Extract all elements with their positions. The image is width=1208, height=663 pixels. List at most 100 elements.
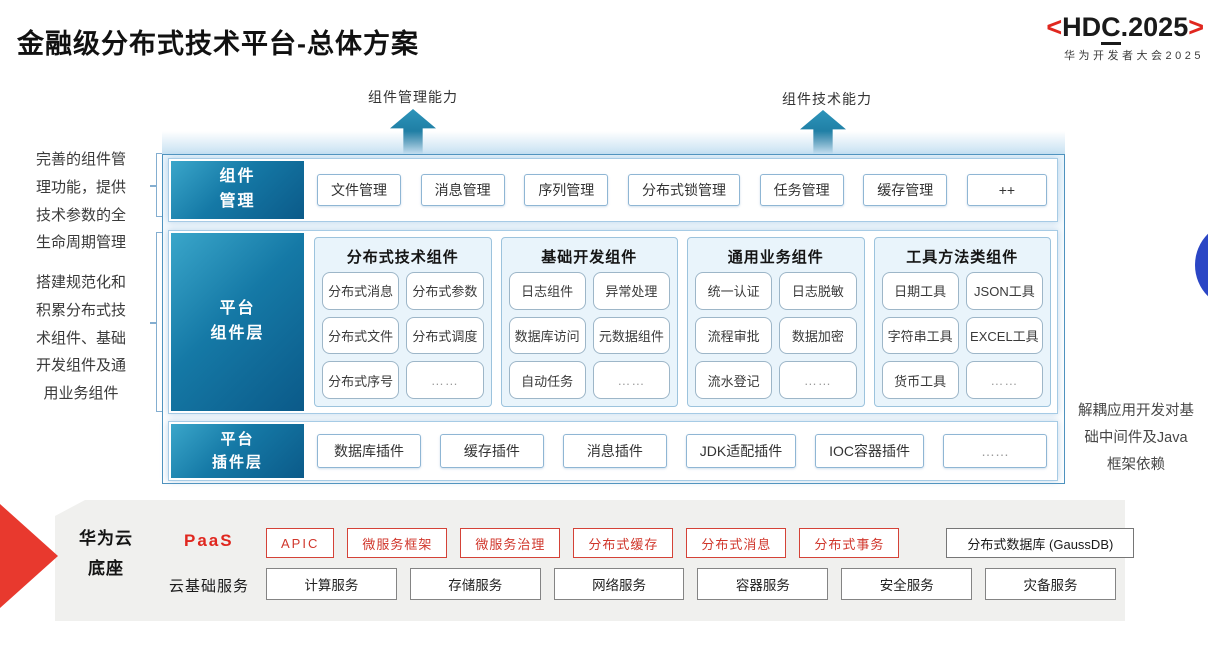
component-cell: 异常处理 [592, 272, 670, 310]
component-cell-more: …… [965, 361, 1043, 399]
column-basic-dev: 基础开发组件 日志组件 异常处理 数据库访问 元数据组件 自动任务 …… [500, 237, 678, 407]
plugin-item: 缓存插件 [439, 434, 544, 468]
plugin-item-more: …… [942, 434, 1047, 468]
component-layer-label-line1: 平台 [219, 300, 256, 318]
hdc-logo-subtitle: 华为开发者大会2025 [1064, 50, 1204, 62]
column-cells: 日期工具 JSON工具 字符串工具 EXCEL工具 货币工具 …… [881, 272, 1043, 399]
component-cell: 分布式序号 [322, 361, 400, 399]
paas-service: APIC [266, 528, 335, 558]
component-mgmt-items: 文件管理 消息管理 序列管理 分布式锁管理 任务管理 缓存管理 ++ [317, 159, 1047, 221]
plugin-item: IOC容器插件 [815, 434, 925, 468]
logo-left-bracket: < [1046, 12, 1063, 42]
component-layer-row-label: 平台 组件层 [171, 233, 304, 411]
component-cell: 统一认证 [695, 272, 773, 310]
plugin-layer-label-line2: 插件层 [211, 454, 263, 471]
component-mgmt-label-line2: 管理 [219, 193, 256, 210]
component-cell: 流水登记 [695, 361, 773, 399]
component-cell-more: …… [592, 361, 670, 399]
plugin-layer-row-label: 平台 插件层 [171, 424, 304, 478]
component-mgmt-item: 文件管理 [317, 174, 401, 206]
foundation-label-line1: 华为云 [79, 529, 133, 548]
tech-capability-label: 组件技术能力 [782, 91, 872, 107]
paas-service: 分布式消息 [686, 528, 787, 558]
component-cell: 自动任务 [508, 361, 586, 399]
panel-top-face [162, 131, 1065, 154]
logo-year: .2025 [1120, 12, 1189, 42]
component-cell-more: …… [406, 361, 484, 399]
huawei-cloud-foundation-panel [55, 500, 1125, 621]
paas-label: PaaS [184, 531, 234, 550]
paas-service: 微服务治理 [460, 528, 561, 558]
hdc-logo: <HDC.2025> 华为开发者大会2025 [1046, 12, 1204, 63]
foundation-label-line2: 底座 [88, 558, 124, 578]
component-cell: 数据加密 [779, 316, 857, 355]
iaas-service: 网络服务 [553, 568, 685, 600]
decorative-blue-circle [1195, 221, 1208, 309]
component-mgmt-row: 组件 管理 文件管理 消息管理 序列管理 分布式锁管理 任务管理 缓存管理 ++ [168, 158, 1058, 222]
paas-services: APIC 微服务框架 微服务治理 分布式缓存 分布式消息 分布式事务 分布式数据… [266, 528, 1135, 558]
mgmt-capability-label: 组件管理能力 [368, 89, 458, 105]
column-cells: 分布式消息 分布式参数 分布式文件 分布式调度 分布式序号 …… [322, 272, 484, 399]
component-mgmt-item: ++ [966, 174, 1047, 206]
page-title: 金融级分布式技术平台-总体方案 [17, 29, 419, 59]
component-cell: 分布式参数 [406, 272, 484, 310]
iaas-service: 安全服务 [841, 568, 973, 600]
plugin-item: JDK适配插件 [685, 434, 797, 468]
red-arrow-icon [0, 504, 58, 608]
component-cell: 字符串工具 [881, 316, 959, 355]
annotation-component-mgmt: 完善的组件管理功能，提供技术参数的全生命周期管理 [35, 151, 126, 252]
component-cell: 日期工具 [881, 272, 959, 310]
logo-hd: HD [1062, 12, 1102, 42]
component-cell: 数据库访问 [508, 316, 586, 355]
hdc-logo-text: <HDC.2025> [1046, 12, 1204, 45]
component-cell: 分布式文件 [322, 316, 400, 355]
column-title: 基础开发组件 [541, 248, 638, 266]
component-mgmt-item: 序列管理 [524, 174, 609, 206]
component-cell: 流程审批 [695, 316, 773, 355]
component-cell: EXCEL工具 [965, 316, 1043, 355]
column-cells: 统一认证 日志脱敏 流程审批 数据加密 流水登记 …… [695, 272, 857, 399]
bracket-connector-top [150, 153, 164, 217]
paas-service: 分布式缓存 [573, 528, 674, 558]
component-cell: 日志脱敏 [779, 272, 857, 310]
iaas-services: 计算服务 存储服务 网络服务 容器服务 安全服务 灾备服务 [266, 568, 1116, 600]
component-cell: 货币工具 [881, 361, 959, 399]
component-cell-more: …… [779, 361, 857, 399]
iaas-service: 计算服务 [266, 568, 397, 600]
annotation-component-layer: 搭建规范化和积累分布式技术组件、基础开发组件及通用业务组件 [35, 274, 126, 402]
bracket-connector-bottom [150, 232, 164, 412]
annotation-plugin-layer: 解耦应用开发对基础中间件及Java框架依赖 [1078, 403, 1194, 473]
column-tool-methods: 工具方法类组件 日期工具 JSON工具 字符串工具 EXCEL工具 货币工具 …… [873, 237, 1051, 407]
component-mgmt-item: 分布式锁管理 [627, 174, 740, 206]
column-title: 分布式技术组件 [346, 248, 459, 266]
component-layer-label-line2: 组件层 [210, 325, 265, 342]
plugin-layer-label-line1: 平台 [220, 430, 255, 448]
column-distributed-tech: 分布式技术组件 分布式消息 分布式参数 分布式文件 分布式调度 分布式序号 …… [314, 237, 492, 407]
component-cell: 元数据组件 [592, 316, 670, 355]
foundation-label: 华为云 底座 [66, 524, 146, 584]
column-common-business: 通用业务组件 统一认证 日志脱敏 流程审批 数据加密 流水登记 …… [687, 237, 865, 407]
component-cell: 日志组件 [508, 272, 586, 310]
component-layer-columns: 分布式技术组件 分布式消息 分布式参数 分布式文件 分布式调度 分布式序号 ……… [314, 237, 1051, 407]
iaas-label: 云基础服务 [169, 578, 250, 595]
column-cells: 日志组件 异常处理 数据库访问 元数据组件 自动任务 …… [508, 272, 670, 399]
component-mgmt-label-line1: 组件 [219, 168, 256, 186]
paas-service: 分布式事务 [799, 528, 900, 558]
column-title: 通用业务组件 [727, 248, 824, 266]
component-layer-row: 平台 组件层 分布式技术组件 分布式消息 分布式参数 分布式文件 分布式调度 分… [168, 230, 1058, 414]
component-cell: 分布式调度 [406, 316, 484, 355]
plugin-item: 数据库插件 [317, 434, 421, 468]
component-cell: JSON工具 [965, 272, 1043, 310]
plugin-item: 消息插件 [562, 434, 667, 468]
iaas-service: 存储服务 [409, 568, 541, 600]
plugin-layer-items: 数据库插件 缓存插件 消息插件 JDK适配插件 IOC容器插件 …… [317, 422, 1047, 480]
paas-service: 微服务框架 [347, 528, 448, 558]
paas-service-gaussdb: 分布式数据库 (GaussDB) [946, 528, 1135, 558]
column-title: 工具方法类组件 [906, 248, 1019, 266]
component-mgmt-item: 任务管理 [759, 174, 844, 206]
component-cell: 分布式消息 [322, 272, 400, 310]
plugin-layer-row: 平台 插件层 数据库插件 缓存插件 消息插件 JDK适配插件 IOC容器插件 …… [168, 421, 1058, 481]
component-mgmt-row-label: 组件 管理 [171, 161, 304, 219]
logo-c-underlined: C [1101, 12, 1121, 45]
